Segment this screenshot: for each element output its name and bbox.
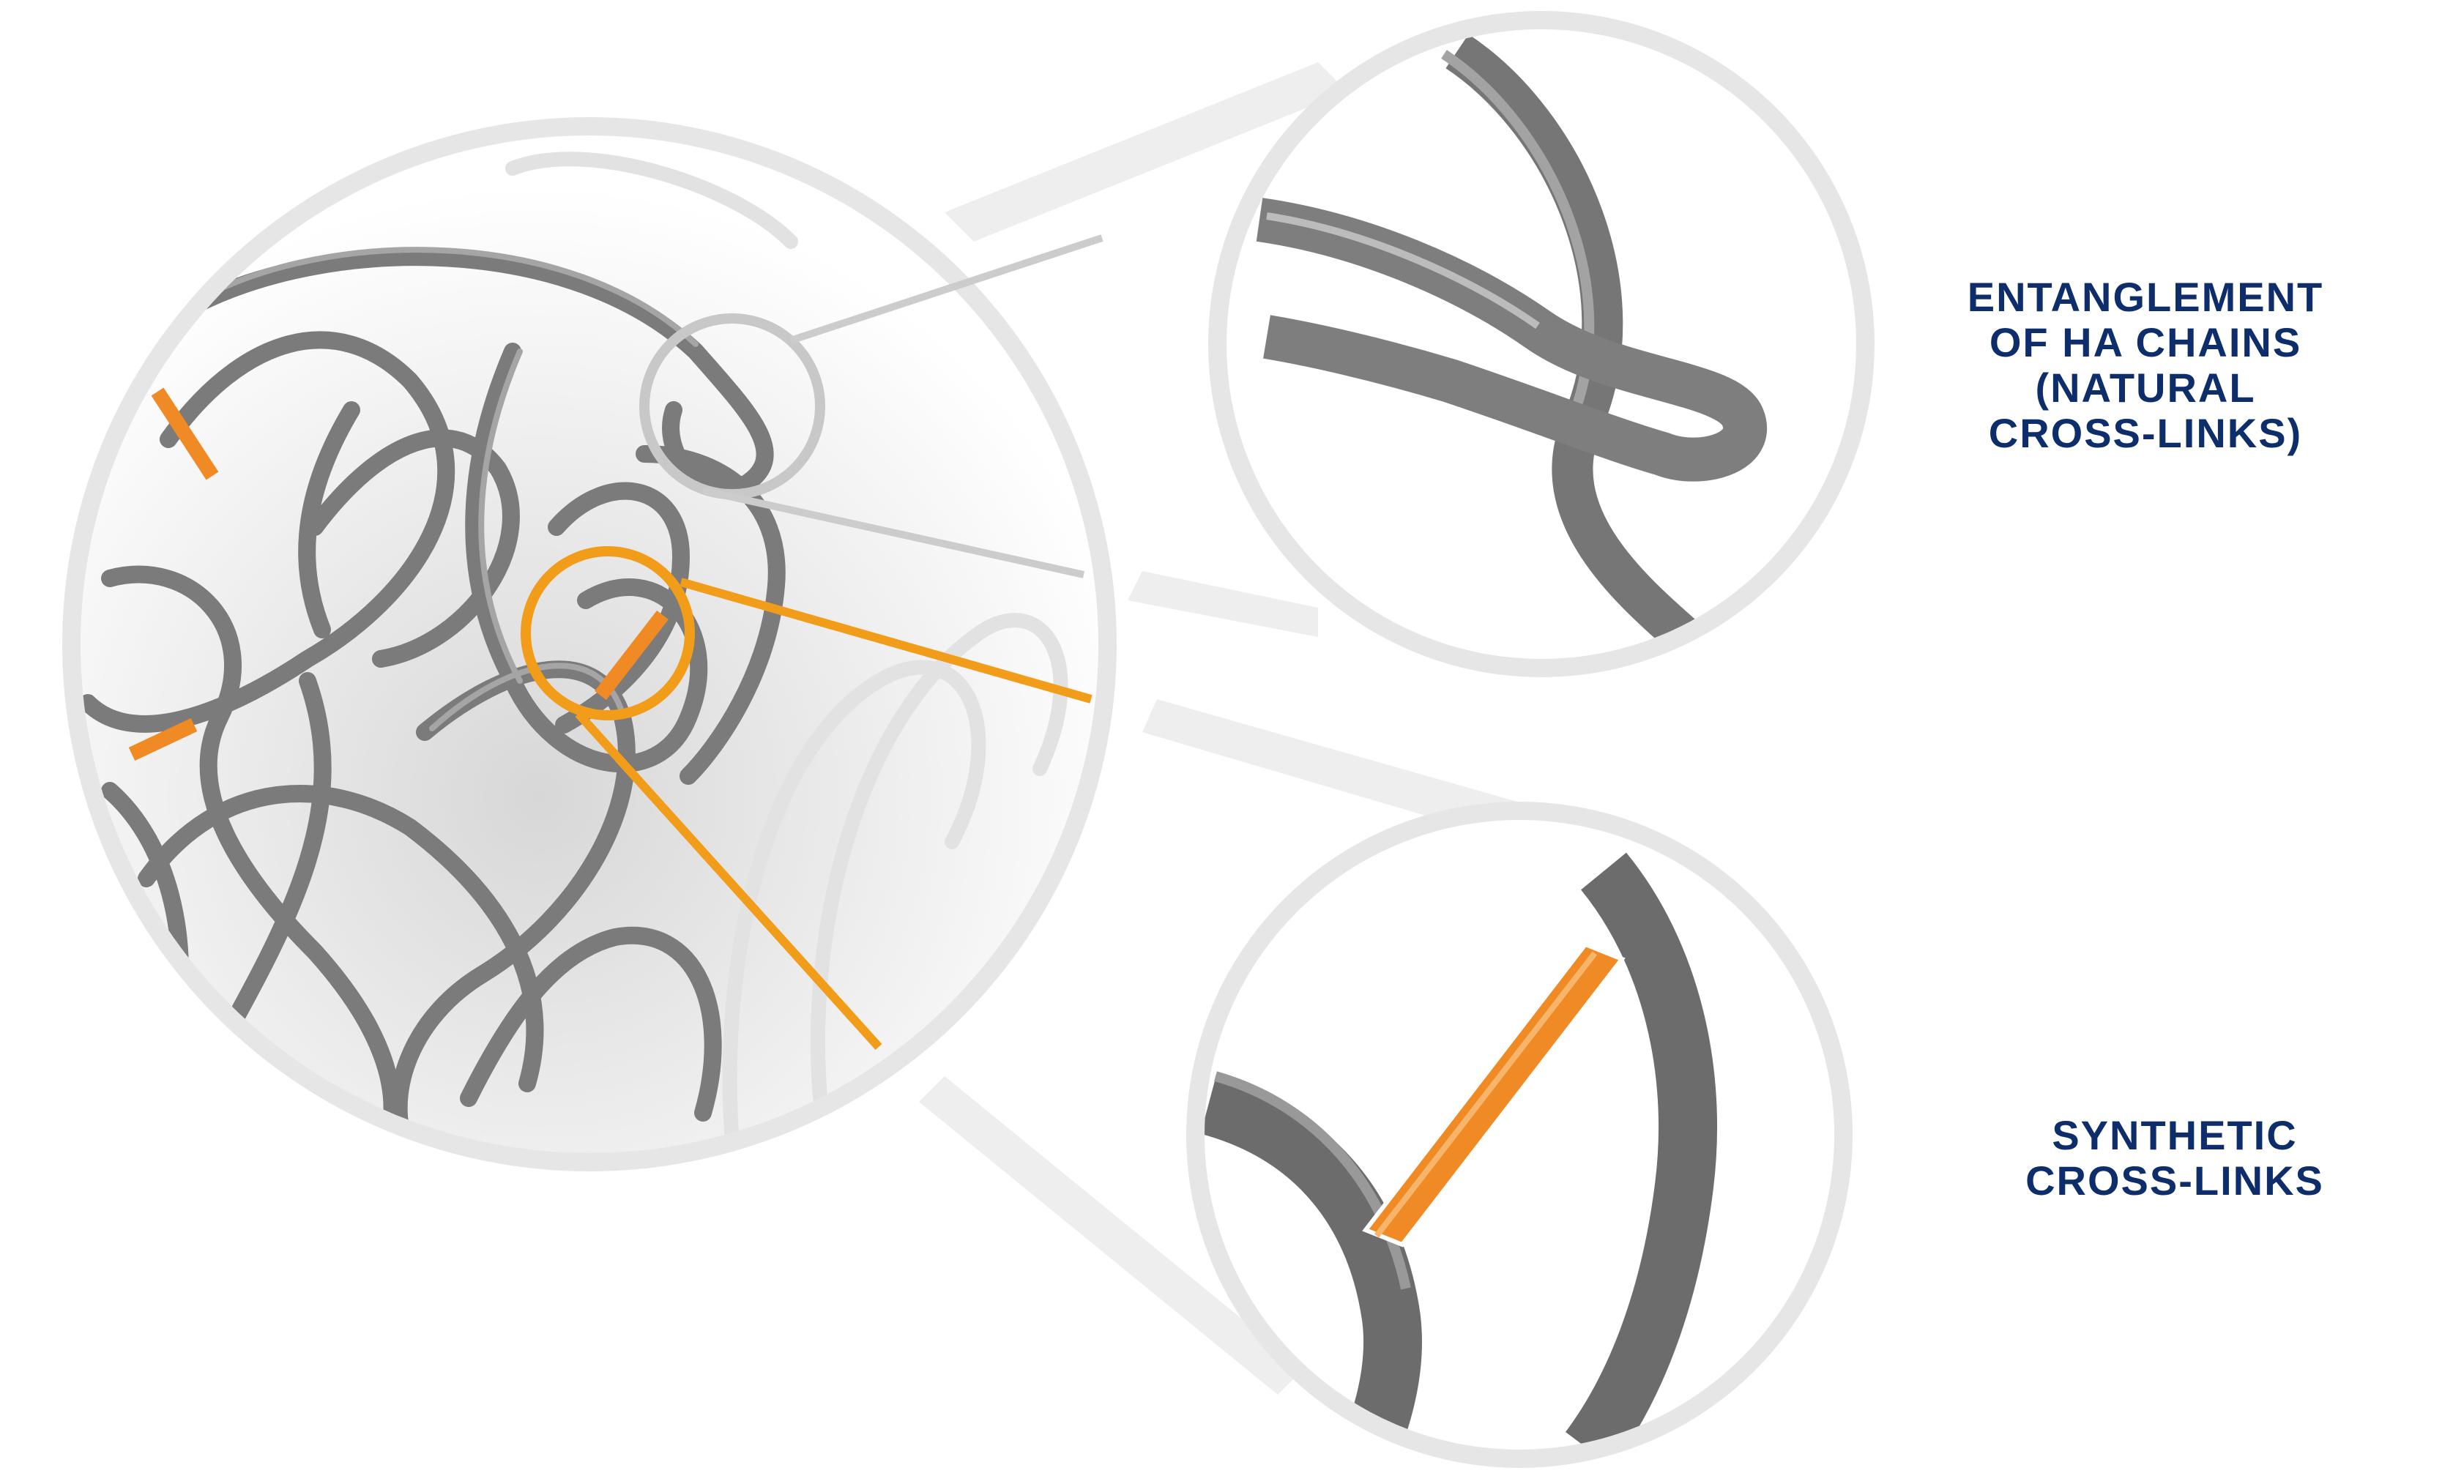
synthetic-label-line-1: SYNTHETIC xyxy=(2052,1112,2298,1158)
synthetic-label-line-2: CROSS-LINKS xyxy=(2025,1157,2324,1204)
crosslink-magnified xyxy=(1362,942,1626,1248)
natural-label-line-4: CROSS-LINKS) xyxy=(1988,410,2303,456)
natural-crosslinks-label: ENTANGLEMENT OF HA CHAINS (NATURAL CROSS… xyxy=(1926,275,2365,456)
entangled-chains-magnified xyxy=(1256,34,1767,653)
natural-label-line-2: OF HA CHAINS xyxy=(1989,319,2302,365)
connector-band-top-lower xyxy=(1128,571,1318,637)
synthetic-callout-ring xyxy=(521,546,695,720)
natural-label-line-1: ENTANGLEMENT xyxy=(1967,274,2324,320)
main-lens xyxy=(62,117,1117,1171)
crosslink-main-3 xyxy=(595,610,669,701)
natural-callout-line-lower xyxy=(701,487,1085,578)
crosslink-main-1 xyxy=(151,387,219,480)
natural-label-line-3: (NATURAL xyxy=(2035,365,2256,411)
synthetic-crosslinks-main xyxy=(128,387,669,761)
synthetic-crosslinks-label: SYNTHETIC CROSS-LINKS xyxy=(2006,1113,2343,1204)
synthetic-crosslink-callout xyxy=(521,546,1093,1051)
top-magnified-lens xyxy=(1208,11,1875,677)
crosslink-main-2 xyxy=(128,717,198,761)
bottom-magnified-lens xyxy=(1186,802,1853,1468)
connector-band-top-upper xyxy=(945,62,1347,242)
connector-band-bottom-lower xyxy=(919,1076,1303,1395)
natural-callout-line-upper xyxy=(789,234,1103,344)
crosslink-magnified-highlight xyxy=(1374,951,1598,1238)
connector-bands xyxy=(919,62,1582,1395)
natural-entanglement-callout xyxy=(639,234,1103,578)
synthetic-callout-line-lower xyxy=(575,710,882,1051)
main-lens-face xyxy=(81,135,1098,1153)
synthetic-callout-line-upper xyxy=(680,578,1093,704)
ha-chains xyxy=(81,248,786,1153)
